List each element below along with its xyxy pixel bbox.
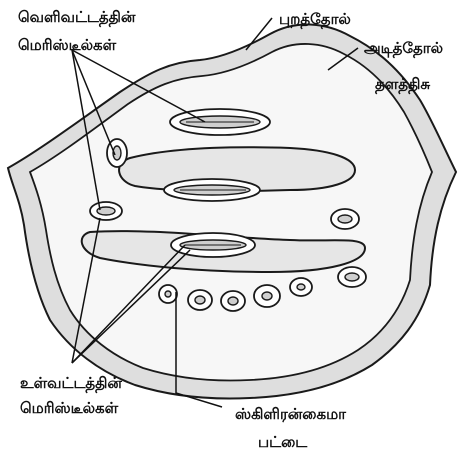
inner-meristele-label-line-2: மெரிஸ்டீல்கள் (20, 399, 118, 417)
ground-tissue-label: தளத்திசு (375, 75, 430, 93)
hypodermis-label: அடித்தோல் (364, 39, 443, 57)
inner-meristele-label-line-1: உள்வட்டத்தின் (20, 374, 122, 392)
sclerenchyma-label-line-2: பட்டை (258, 433, 307, 451)
epidermis-label: புறத்தோல் (279, 10, 351, 28)
sclerenchyma-label-line-1: ஸ்கிளிரன்கைமா (235, 405, 346, 423)
inner-meristele-large (171, 233, 255, 257)
outer-meristele-center (164, 179, 260, 201)
outer-meristele-left-mid (90, 202, 122, 220)
outer-meristele-right-small (331, 209, 359, 229)
outer-meristele-top (170, 109, 270, 135)
outer-meristele-label-line-1: வெளிவட்டத்தின் (18, 8, 135, 26)
outer-meristele-right-bottom (338, 267, 366, 287)
outer-meristele-label-line-2: மெரிஸ்டீல்கள் (18, 36, 116, 54)
